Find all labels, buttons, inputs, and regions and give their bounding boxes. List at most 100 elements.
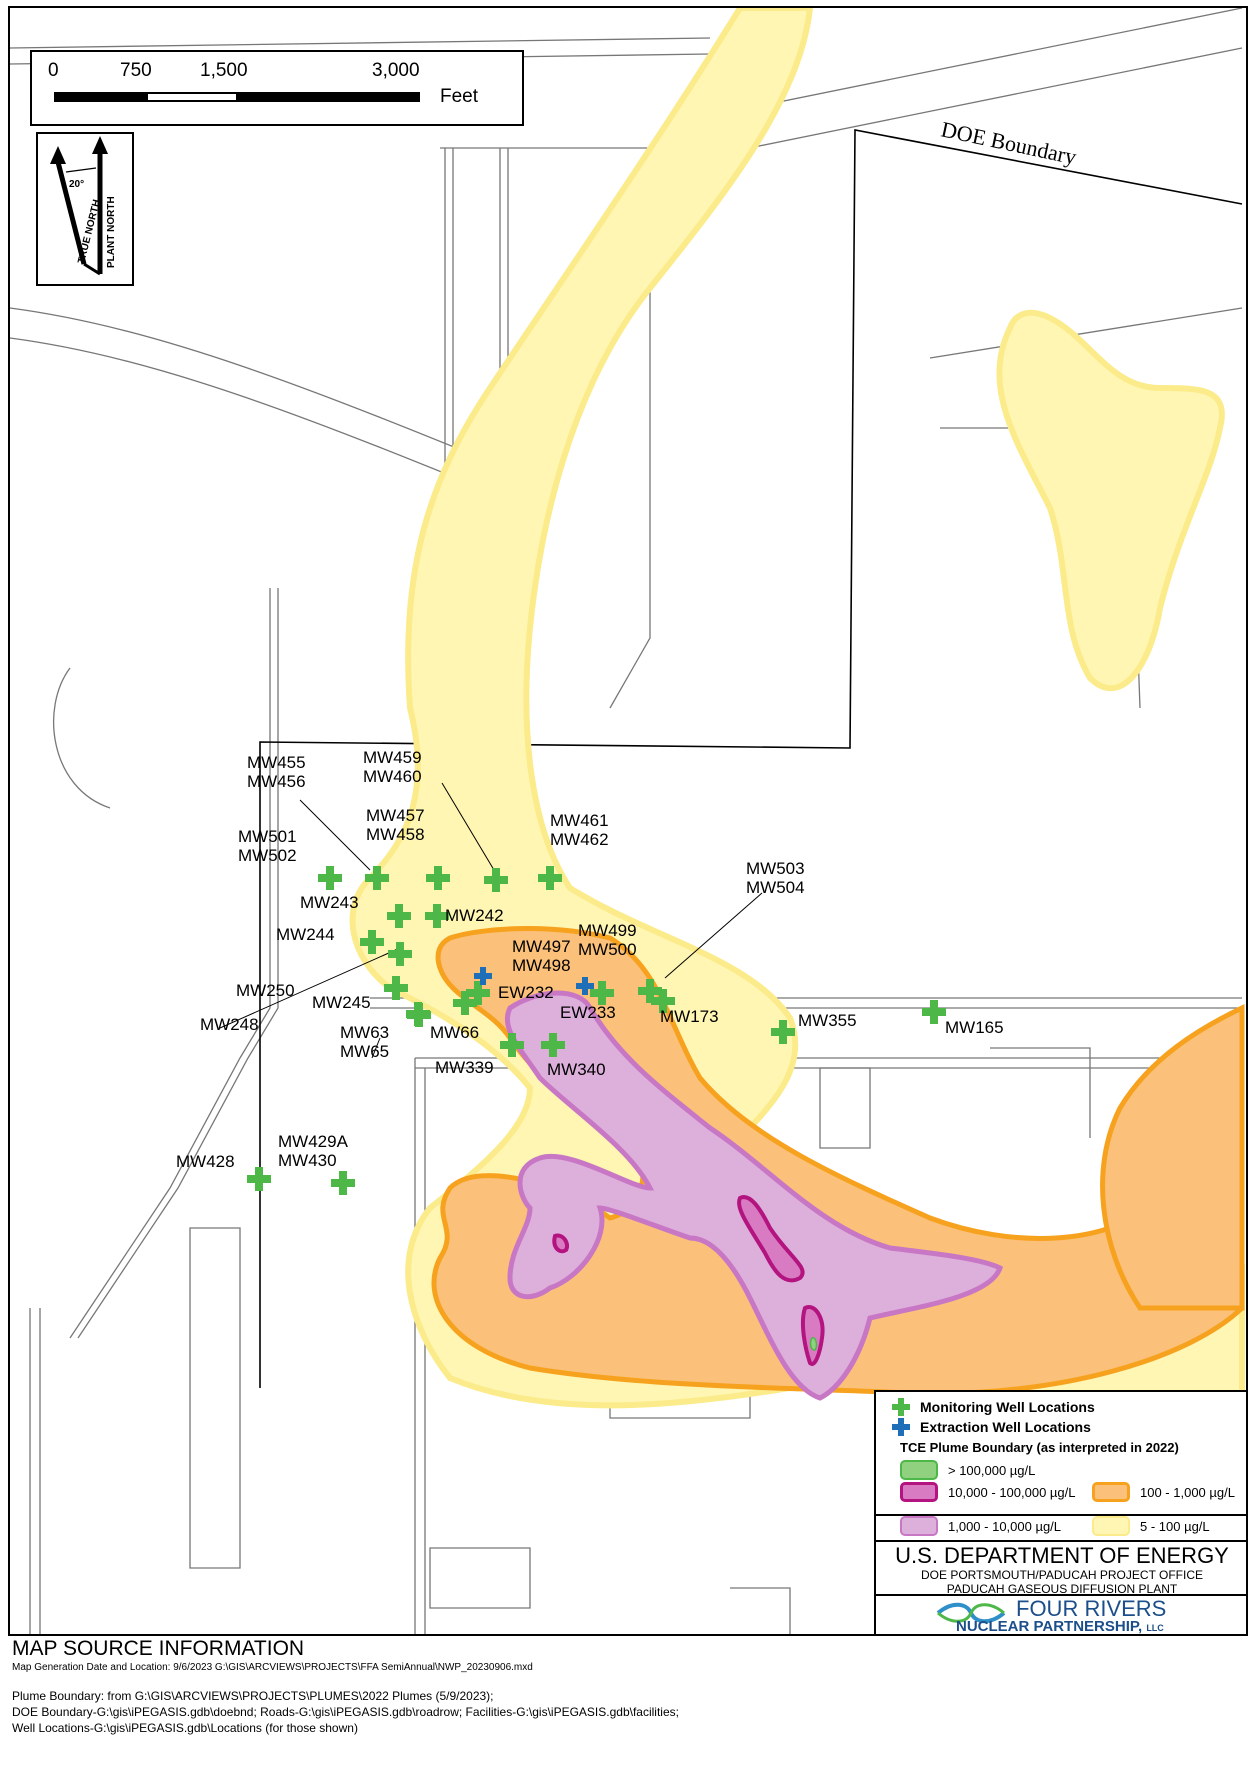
source-wells: Well Locations-G:\gis\iPEGASIS.gdb\Locat… [12,1721,358,1735]
monitoring-well-marker [484,868,508,892]
well-label: MW250 [236,981,295,1000]
legend-extraction-label: Extraction Well Locations [920,1419,1091,1435]
scale-segment [146,92,238,102]
monitoring-well-marker [406,1002,430,1026]
scale-tick: 1,500 [200,60,248,81]
monitoring-well-marker [922,1000,946,1024]
legend-extraction-row: Extraction Well Locations [892,1418,1091,1436]
plant-north-label: PLANT NORTH [106,196,117,268]
monitoring-well-marker [500,1033,524,1057]
monitoring-well-marker [651,989,675,1013]
monitoring-well-marker [384,976,408,1000]
angle-label: 20° [69,179,84,190]
well-label: MW173 [660,1007,719,1026]
monitoring-well-marker [331,1171,355,1195]
monitoring-well-marker [541,1033,565,1057]
brand-line1: FOUR RIVERS [1016,1596,1167,1621]
source-generation: Map Generation Date and Location: 9/6/20… [12,1662,533,1673]
monitoring-well-marker [466,981,490,1005]
label-leader-lines [219,782,763,1059]
monitoring-well-marker [590,981,614,1005]
scale-segment [238,92,420,102]
legend-monitoring-row: Monitoring Well Locations [892,1398,1095,1416]
legend: Monitoring Well Locations Extraction Wel… [874,1390,1246,1516]
scale-tick: 3,000 [372,60,420,81]
monitoring-well-marker [360,930,384,954]
monitoring-well-icon [892,1398,910,1416]
brand-line2-wrap: NUCLEAR PARTNERSHIP, LLC [956,1618,1164,1635]
monitoring-well-marker [453,991,477,1015]
well-label: MW245 [312,993,371,1012]
north-arrow-icon: 20° TRUE NORTH PLANT NORTH [50,136,117,276]
legend-monitoring-label: Monitoring Well Locations [920,1399,1095,1415]
well-markers [247,866,946,1195]
plume-10000-100000 [552,1195,825,1366]
well-label: EW233 [560,1003,616,1022]
four-rivers-logo-icon [936,1602,1006,1624]
scale-tick: 750 [120,60,152,81]
doe-boundary-label: DOE Boundary [939,116,1079,169]
well-label: EW232 [498,983,554,1002]
agency-block: U.S. DEPARTMENT OF ENERGY DOE PORTSMOUTH… [874,1540,1246,1596]
well-label: MW66 [430,1023,479,1042]
well-label: MW339 [435,1058,494,1077]
monitoring-well-marker [247,1167,271,1191]
legend-title: TCE Plume Boundary (as interpreted in 20… [900,1440,1179,1455]
well-label: MW428 [176,1152,235,1171]
monitoring-well-marker [387,904,411,928]
monitoring-well-marker [388,942,412,966]
legend-item-gt100000: > 100,000 µg/L [900,1460,1035,1480]
plume-gt-100000 [809,1337,818,1351]
legend-item-100-1000: 100 - 1,000 µg/L [1092,1482,1235,1502]
well-label: MW242 [445,906,504,925]
map-frame[interactable]: DOE Boundary [8,6,1248,1636]
monitoring-well-marker [538,866,562,890]
legend-item-1000-10000: 1,000 - 10,000 µg/L [900,1516,1061,1536]
scale-segment [54,92,146,102]
monitoring-well-marker [365,866,389,890]
monitoring-well-marker [771,1020,795,1044]
extraction-well-icon [892,1418,910,1436]
doe-boundary-line [259,129,1243,1388]
well-label: MW340 [547,1060,606,1079]
well-label: MW165 [945,1018,1004,1037]
legend-item-10000-100000: 10,000 - 100,000 µg/L [900,1482,1075,1502]
source-title: MAP SOURCE INFORMATION [12,1637,305,1660]
monitoring-well-marker [318,866,342,890]
map-source-info: MAP SOURCE INFORMATION Map Generation Da… [12,1638,1248,1736]
monitoring-well-marker [426,866,450,890]
plume-1000-10000 [504,990,1004,1401]
agency-title: U.S. DEPARTMENT OF ENERGY [895,1543,1229,1568]
well-label: MW355 [798,1011,857,1030]
well-label: MW248 [200,1015,259,1034]
map-canvas[interactable]: DOE Boundary [10,8,1248,1636]
extraction-well-marker [576,977,594,995]
source-layers: DOE Boundary-G:\gis\iPEGASIS.gdb\doebnd;… [12,1705,679,1719]
scale-tick: 0 [48,60,59,81]
monitoring-well-marker [425,904,449,928]
source-plume: Plume Boundary: from G:\GIS\ARCVIEWS\PRO… [12,1689,494,1703]
scale-bar: 0 750 1,500 3,000 Feet [30,50,524,126]
legend-item-5-100: 5 - 100 µg/L [1092,1516,1210,1536]
north-arrow: 20° TRUE NORTH PLANT NORTH [36,132,134,286]
agency-sub1: DOE PORTSMOUTH/PADUCAH PROJECT OFFICE [920,1568,1204,1582]
well-label: MW244 [276,925,335,944]
brand-line2: NUCLEAR PARTNERSHIP, [956,1618,1143,1635]
brand-block: FOUR RIVERS NUCLEAR PARTNERSHIP, LLC [874,1596,1246,1635]
agency-sub2: PADUCAH GASEOUS DIFFUSION PLANT [946,1582,1178,1596]
well-label: MW243 [300,893,359,912]
monitoring-well-marker [638,979,662,1003]
legend-lower: 1,000 - 10,000 µg/L 5 - 100 µg/L [874,1516,1246,1540]
extraction-well-marker [474,967,492,985]
